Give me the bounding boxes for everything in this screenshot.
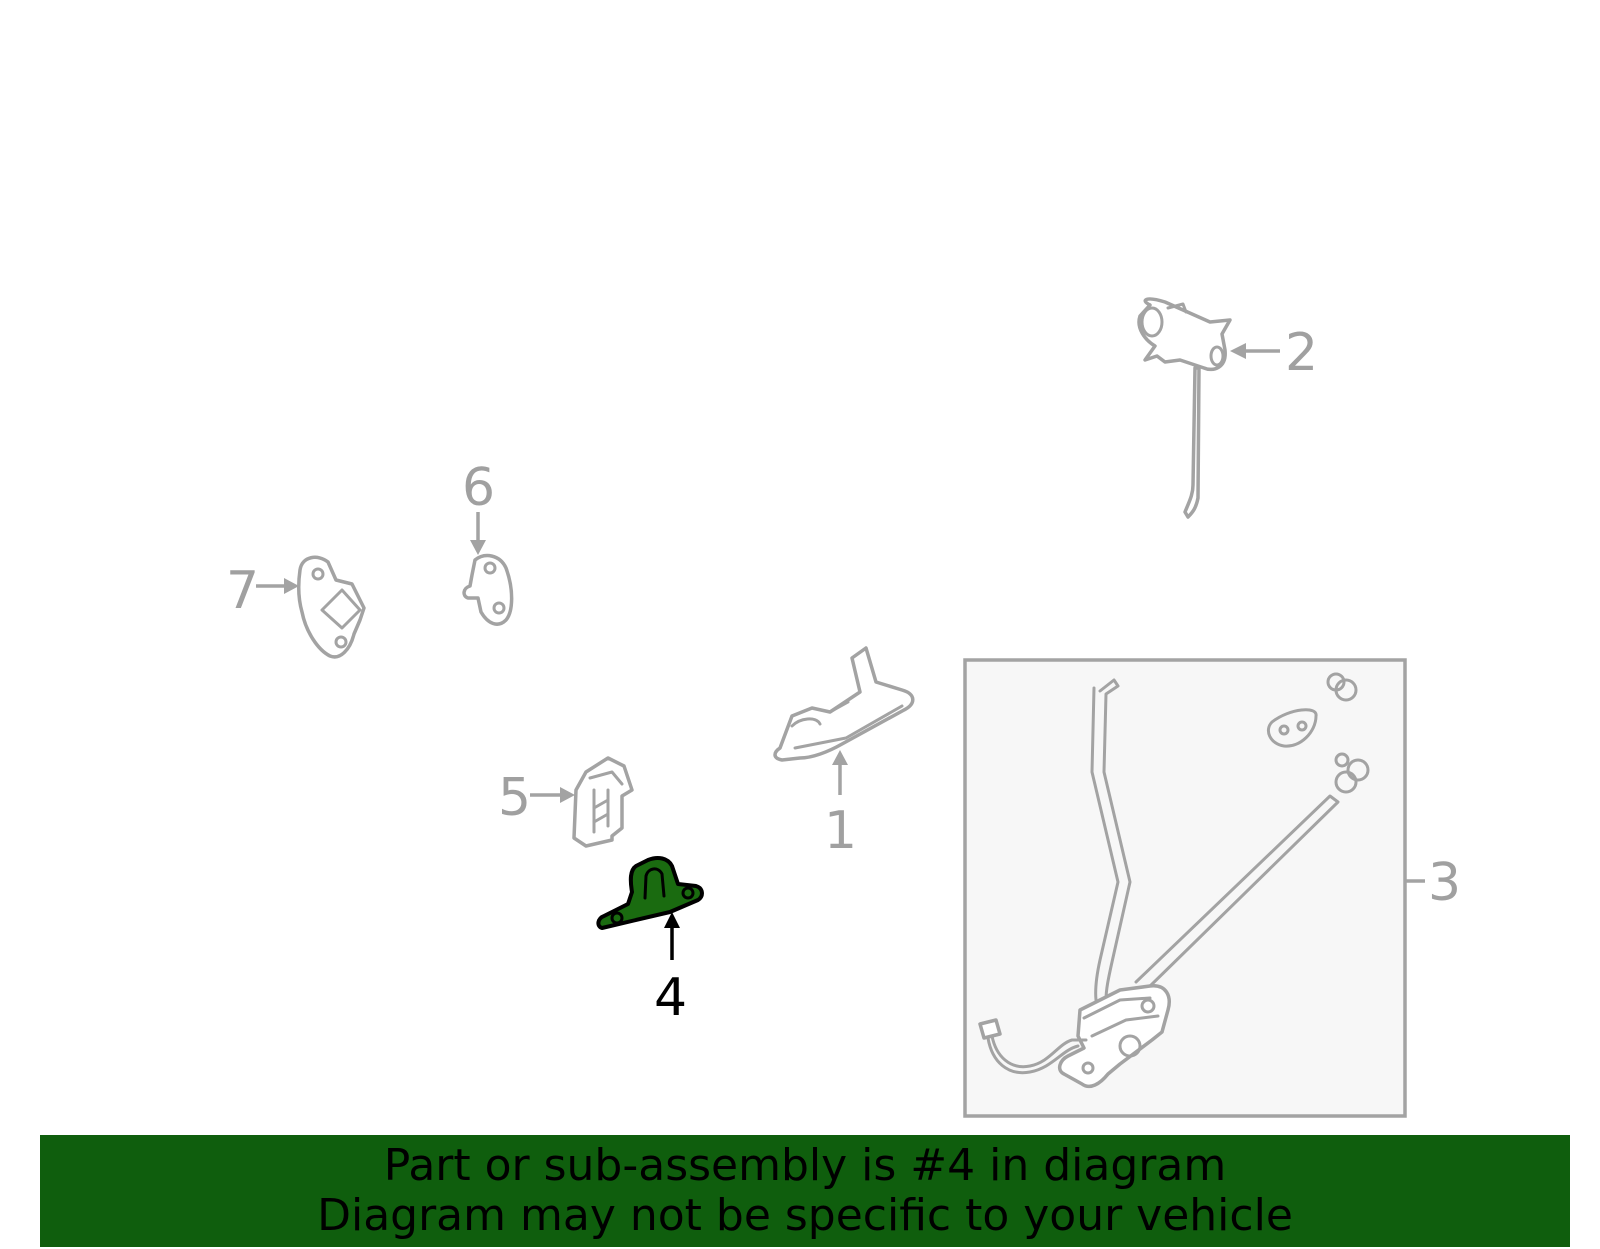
leader-6 xyxy=(470,512,486,555)
leader-7 xyxy=(256,578,299,594)
notice-banner: Part or sub-assembly is #4 in diagram Di… xyxy=(40,1135,1570,1247)
part-2-lock-cylinder[interactable] xyxy=(1137,297,1232,519)
part-3-latch-assembly-inset[interactable] xyxy=(963,658,1407,1118)
small-grommet xyxy=(1267,708,1318,748)
callout-3[interactable]: 3 xyxy=(1428,853,1461,913)
part-6-bracket[interactable] xyxy=(462,553,514,626)
callout-6[interactable]: 6 xyxy=(462,458,495,518)
callout-2[interactable]: 2 xyxy=(1285,323,1318,383)
part-1-door-handle[interactable] xyxy=(773,646,915,762)
inset-box xyxy=(963,658,1407,1118)
banner-line-1: Part or sub-assembly is #4 in diagram xyxy=(383,1140,1227,1191)
callout-5[interactable]: 5 xyxy=(498,768,531,828)
leader-2 xyxy=(1230,343,1280,359)
callout-1[interactable]: 1 xyxy=(824,801,857,861)
small-clip-a xyxy=(1326,672,1358,702)
leader-1 xyxy=(832,750,848,795)
parts-diagram: 2 6 7 1 5 xyxy=(226,297,1461,1118)
callout-4[interactable]: 4 xyxy=(654,968,687,1028)
leader-4 xyxy=(664,912,680,960)
leader-5 xyxy=(530,787,575,803)
part-7-bracket[interactable] xyxy=(296,555,366,659)
small-clip-b xyxy=(1334,752,1370,794)
callout-7[interactable]: 7 xyxy=(226,561,259,621)
part-5-clip[interactable] xyxy=(572,756,634,848)
banner-line-2: Diagram may not be specific to your vehi… xyxy=(317,1190,1293,1241)
part-4-striker-highlighted[interactable] xyxy=(596,856,704,930)
